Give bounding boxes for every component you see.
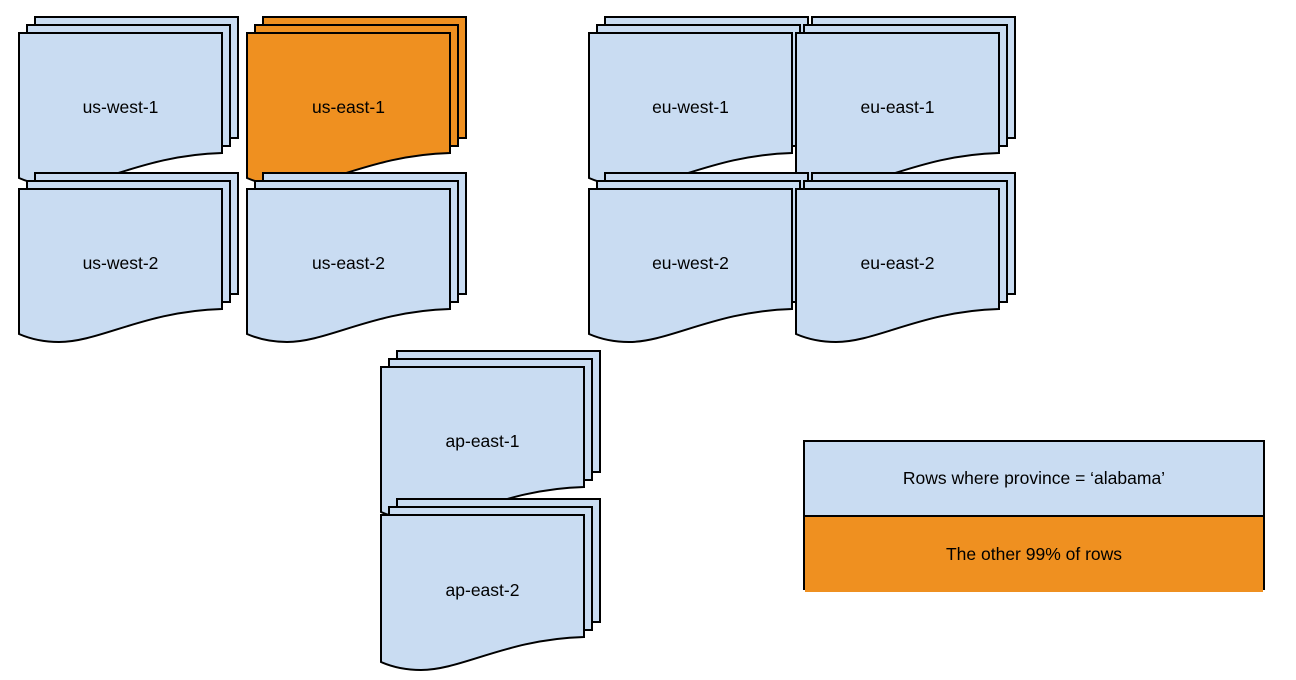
sheet-front xyxy=(588,188,793,344)
sheet-front xyxy=(795,188,1000,344)
legend-row-alabama: Rows where province = ‘alabama’ xyxy=(805,442,1263,517)
shard-stack-eu-east-2[interactable]: eu-east-2 xyxy=(795,172,1016,344)
sheet-front xyxy=(380,514,585,672)
shard-stack-us-east-1[interactable]: us-east-1 xyxy=(246,16,467,188)
legend-row-other: The other 99% of rows xyxy=(805,517,1263,592)
shard-stack-eu-east-1[interactable]: eu-east-1 xyxy=(795,16,1016,188)
legend-row-alabama-text: Rows where province = ‘alabama’ xyxy=(902,468,1166,488)
sheet-front xyxy=(795,32,1000,188)
shard-stack-eu-west-2[interactable]: eu-west-2 xyxy=(588,172,809,344)
shard-stack-us-west-1[interactable]: us-west-1 xyxy=(18,16,239,188)
legend-row-other-text: The other 99% of rows xyxy=(945,544,1123,564)
shard-stack-us-west-2[interactable]: us-west-2 xyxy=(18,172,239,344)
shard-stack-us-east-2[interactable]: us-east-2 xyxy=(246,172,467,344)
shard-stack-ap-east-2[interactable]: ap-east-2 xyxy=(380,498,601,672)
sheet-front xyxy=(246,188,451,344)
sheet-front xyxy=(588,32,793,188)
shard-stack-eu-west-1[interactable]: eu-west-1 xyxy=(588,16,809,188)
legend: Rows where province = ‘alabama’ The other… xyxy=(803,440,1265,592)
sheet-front xyxy=(246,32,451,188)
sheet-front xyxy=(18,188,223,344)
sheet-front xyxy=(18,32,223,188)
shard-stack-ap-east-1[interactable]: ap-east-1 xyxy=(380,350,601,522)
